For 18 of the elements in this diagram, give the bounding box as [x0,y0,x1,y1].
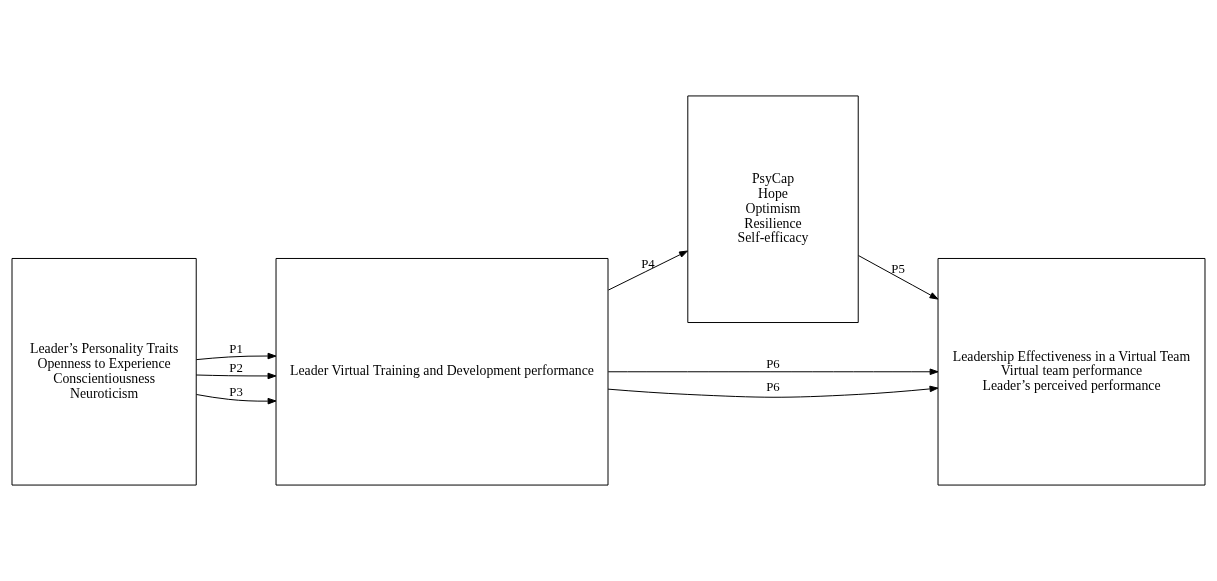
arrow [858,255,939,300]
arrow [195,372,277,380]
edge-label: P1 [229,342,243,357]
arrow [607,368,939,376]
arrow [196,352,277,361]
arrow [608,250,688,291]
arrow [196,394,277,405]
edge-label: P6 [766,379,780,394]
edge-label: P5 [891,261,905,276]
node-box: PsyCap Hope Optimism Resilience Self-efficacy [687,95,859,323]
edge-label: P2 [229,361,243,376]
edge-label: P3 [229,384,243,399]
node-box: Leader’s Personality Traits Openness to Experience Conscientiousness Neuroticism [11,258,197,486]
node-box: Leadership Effectiveness in a Virtual Team Virtual team performance Leader’s perceived performance [937,258,1206,486]
edge-label: P4 [641,256,655,271]
node-box: Leader Virtual Training and Development performance [275,258,609,486]
edge-label: P6 [766,357,780,372]
arrow [607,385,939,398]
